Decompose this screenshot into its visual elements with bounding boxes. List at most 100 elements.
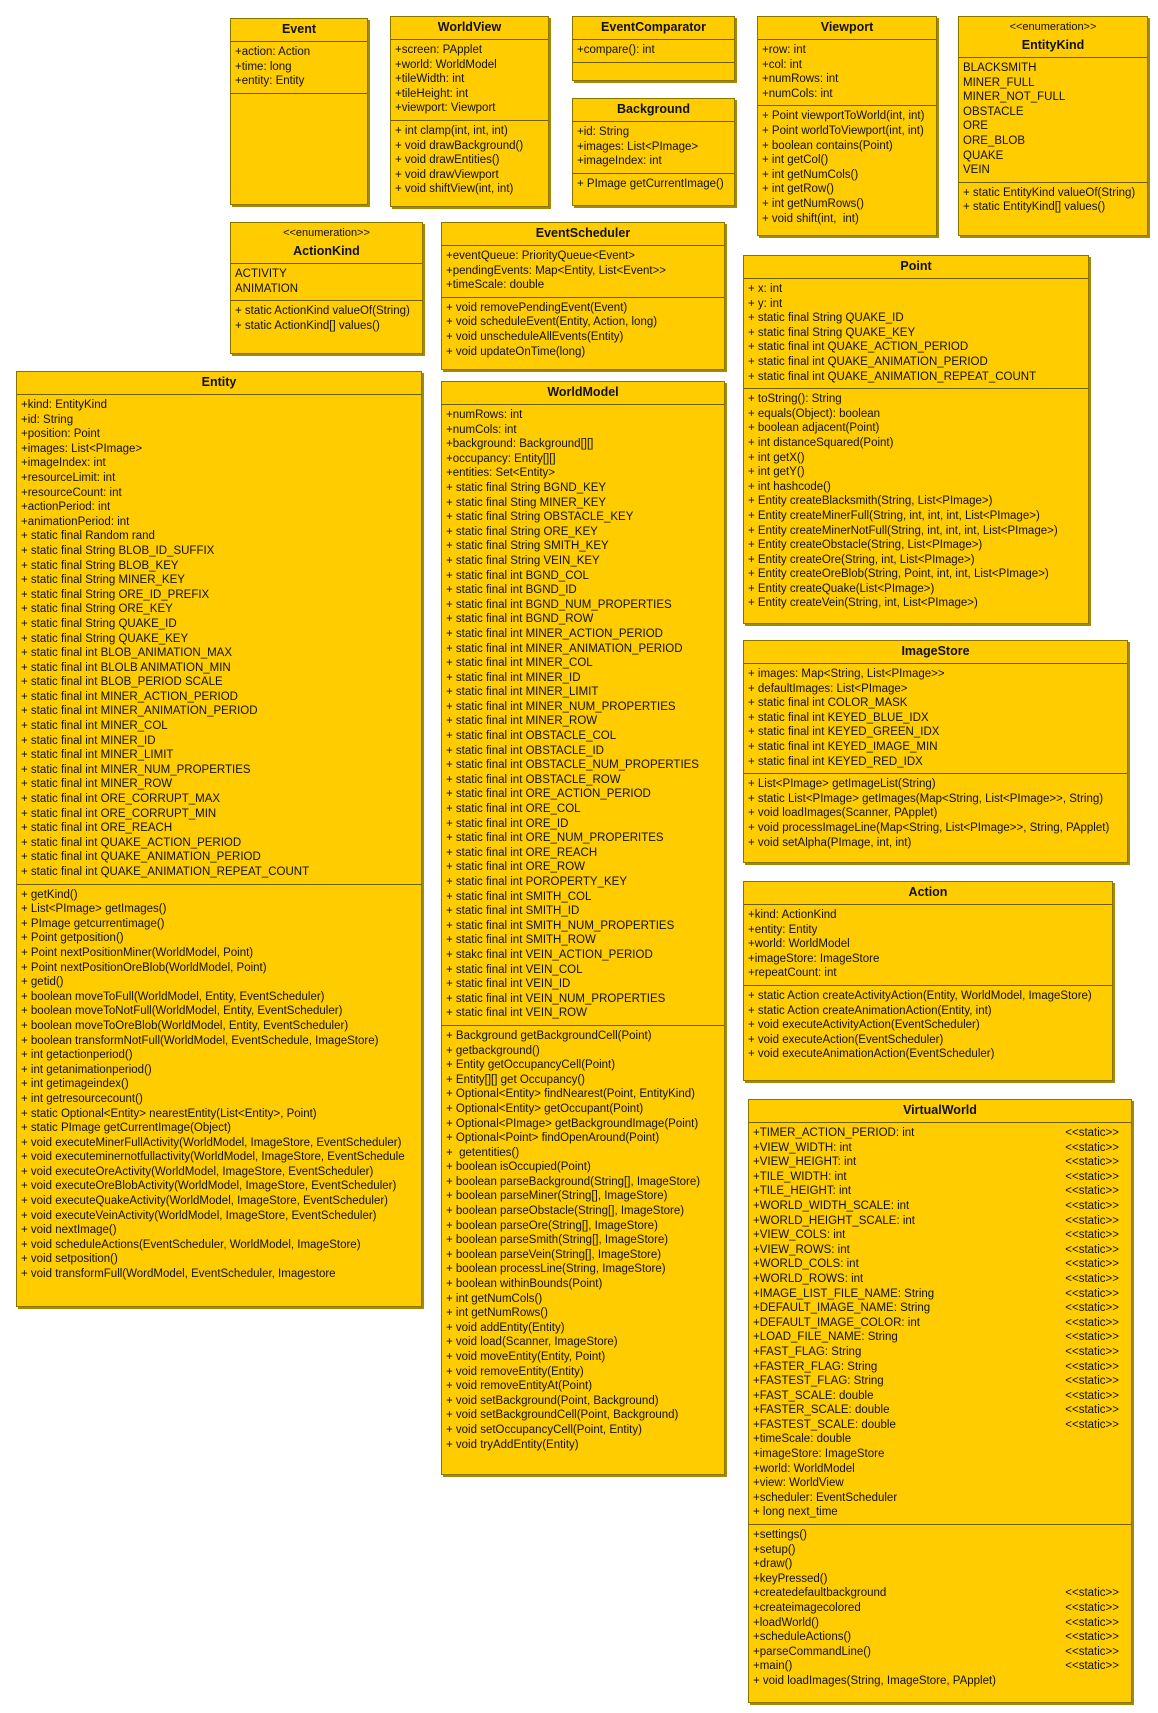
- class-operation: + getbackground(): [446, 1044, 720, 1059]
- member-text: +images: List<PImage>: [21, 442, 143, 455]
- member-text: + static final String BGND_KEY: [446, 481, 607, 494]
- class-attribute: +TILE_HEIGHT: int<<static>>: [753, 1184, 1127, 1199]
- class-operation: + void removePendingEvent(Event): [446, 301, 720, 316]
- member-text: + boolean adjacent(Point): [748, 422, 880, 435]
- member-text: + static final int ORE_ROW: [446, 861, 585, 874]
- class-attribute: + static final int OBSTACLE_NUM_PROPERTI…: [446, 758, 720, 773]
- class-header: Background: [573, 99, 734, 122]
- class-header: VirtualWorld: [749, 1100, 1131, 1123]
- member-text: + boolean parseVein(String[], ImageStore…: [446, 1248, 662, 1261]
- member-text: + static final String QUAKE_ID: [21, 617, 177, 630]
- class-header: ImageStore: [744, 641, 1127, 664]
- member-text: +parseCommandLine(): [753, 1645, 871, 1658]
- class-operation: + void setOccupancyCell(Point, Entity): [446, 1423, 720, 1438]
- member-stereotype: <<static>>: [1065, 1272, 1119, 1285]
- class-name: Entity: [201, 375, 237, 389]
- member-stereotype: <<static>>: [1065, 1360, 1119, 1373]
- class-name: Background: [617, 102, 690, 116]
- member-text: + static final int MINER_LIMIT: [21, 749, 174, 762]
- member-text: + static final String MINER_KEY: [21, 574, 185, 587]
- member-text: MINER_FULL: [963, 76, 1035, 89]
- member-text: + static final int OBSTACLE_ROW: [446, 773, 621, 786]
- member-stereotype: <<static>>: [1065, 1185, 1119, 1198]
- class-attribute: +VIEW_HEIGHT: int<<static>>: [753, 1155, 1127, 1170]
- class-attribute: +background: Background[][]: [446, 437, 720, 452]
- class-box-event: Event+action: Action+time: long+entity: …: [230, 18, 368, 205]
- member-text: + static final int VEIN_ID: [446, 978, 571, 991]
- member-text: +FAST_SCALE: double: [753, 1389, 874, 1402]
- class-attribute: + static final int MINER_ROW: [446, 714, 720, 729]
- class-attribute: +tileWidth: int: [395, 72, 544, 87]
- member-text: + void setBackgroundCell(Point, Backgrou…: [446, 1409, 679, 1422]
- member-text: + boolean parseObstacle(String[], ImageS…: [446, 1205, 685, 1218]
- class-operations-section: + Point viewportToWorld(int, int)+ Point…: [758, 105, 936, 230]
- member-text: ACTIVITY: [235, 268, 287, 280]
- member-text: + static Action createActivityAction(Ent…: [748, 989, 1092, 1002]
- class-attribute: + static final int OBSTACLE_ROW: [446, 773, 720, 788]
- member-text: + int distanceSquared(Point): [748, 436, 894, 449]
- class-operations-section: + PImage getCurrentImage(): [573, 172, 734, 196]
- class-attribute: ANIMATION: [235, 282, 418, 297]
- class-operation: + int getanimationperiod(): [21, 1063, 417, 1078]
- class-operations-section: + toString(): String+ equals(Object): bo…: [744, 388, 1088, 615]
- member-text: +VIEW_WIDTH: int: [753, 1141, 852, 1154]
- class-attribute: +images: List<PImage>: [21, 442, 417, 457]
- class-operation: + void executeAnimationAction(EventSched…: [748, 1047, 1108, 1062]
- class-attribute: +FAST_SCALE: double <<static>>: [753, 1389, 1127, 1404]
- member-text: + static final int KEYED_BLUE_IDX: [748, 711, 929, 724]
- member-text: + void processImageLine(Map<String, List…: [748, 821, 1110, 834]
- class-attributes-section: +kind: ActionKind+entity: Entity+world: …: [744, 905, 1112, 985]
- member-text: +animationPeriod: int: [21, 515, 130, 528]
- class-attribute: +world: WorldModel: [748, 937, 1108, 952]
- class-attribute: + defaultImages: List<PImage>: [748, 682, 1123, 697]
- class-attribute: +numCols: int: [446, 423, 720, 438]
- class-operation: + int getNumCols(): [762, 168, 932, 183]
- member-text: + void executeMinerFullActivity(WorldMod…: [21, 1136, 402, 1149]
- class-operation: + void moveEntity(Entity, Point): [446, 1350, 720, 1365]
- member-text: + int getanimationperiod(): [21, 1063, 152, 1076]
- class-attribute: + static final int QUAKE_ANIMATION_PERIO…: [21, 850, 417, 865]
- class-operation: + void shift(int, int): [762, 212, 932, 227]
- member-text: + static final int OBSTACLE_ID: [446, 744, 604, 757]
- class-attributes-section: +action: Action+time: long+entity: Entit…: [231, 42, 367, 93]
- class-operation: + Entity createQuake(List<PImage>): [748, 582, 1084, 597]
- class-operation: + void load(Scanner, ImageStore): [446, 1335, 720, 1350]
- member-text: +WORLD_HEIGHT_SCALE: int: [753, 1214, 916, 1227]
- member-stereotype: <<static>>: [1065, 1389, 1119, 1402]
- member-text: + static Optional<Entity> nearestEntity(…: [21, 1107, 317, 1120]
- member-text: + static final int OBSTACLE_COL: [446, 730, 617, 743]
- member-stereotype: <<static>>: [1065, 1141, 1119, 1154]
- class-operations-section: [573, 61, 734, 70]
- member-text: + List<PImage> getImages(): [21, 903, 167, 916]
- member-text: + void loadImages(String, ImageStore, PA…: [753, 1674, 997, 1687]
- class-attribute: + static final int MINER_LIMIT: [446, 685, 720, 700]
- class-attribute: + static final int MINER_ANIMATION_PERIO…: [446, 642, 720, 657]
- member-text: + int clamp(int, int, int): [395, 124, 508, 137]
- class-operation: + void removeEntityAt(Point): [446, 1379, 720, 1394]
- class-header: EventScheduler: [442, 223, 724, 246]
- class-attribute: QUAKE: [963, 149, 1143, 164]
- member-text: + static final int OBSTACLE_NUM_PROPERTI…: [446, 759, 699, 772]
- class-attributes-section: + x: int+ y: int+ static final String QU…: [744, 279, 1088, 388]
- class-attribute: +eventQueue: PriorityQueue<Event>: [446, 249, 720, 264]
- class-operation: + void executeQuakeActivity(WorldModel, …: [21, 1194, 417, 1209]
- member-text: +createdefaultbackground: [753, 1587, 887, 1600]
- class-attribute: +kind: ActionKind: [748, 908, 1108, 923]
- class-operation: + void processImageLine(Map<String, List…: [748, 821, 1123, 836]
- class-attribute: + images: Map<String, List<PImage>>: [748, 667, 1123, 682]
- member-text: + static final int SMITH_COL: [446, 890, 592, 903]
- member-text: + void scheduleEvent(Entity, Action, lon…: [446, 316, 658, 329]
- member-text: +eventQueue: PriorityQueue<Event>: [446, 250, 635, 262]
- class-attribute: + static final int BLOLB ANIMATION_MIN: [21, 661, 417, 676]
- member-text: + void tryAddEntity(Entity): [446, 1438, 579, 1451]
- member-text: + int getNumCols(): [762, 168, 859, 181]
- member-text: + void setBackground(Point, Background): [446, 1394, 659, 1407]
- class-attribute: +numRows: int: [762, 72, 932, 87]
- member-text: + static final int SMITH_NUM_PROPERTIES: [446, 919, 675, 932]
- member-text: + Point viewportToWorld(int, int): [762, 110, 925, 123]
- member-text: ANIMATION: [235, 282, 299, 295]
- member-text: + static final int MINER_ANIMATION_PERIO…: [21, 705, 258, 718]
- class-operation: + int getX(): [748, 451, 1084, 466]
- class-attribute: +pendingEvents: Map<Entity, List<Event>>: [446, 264, 720, 279]
